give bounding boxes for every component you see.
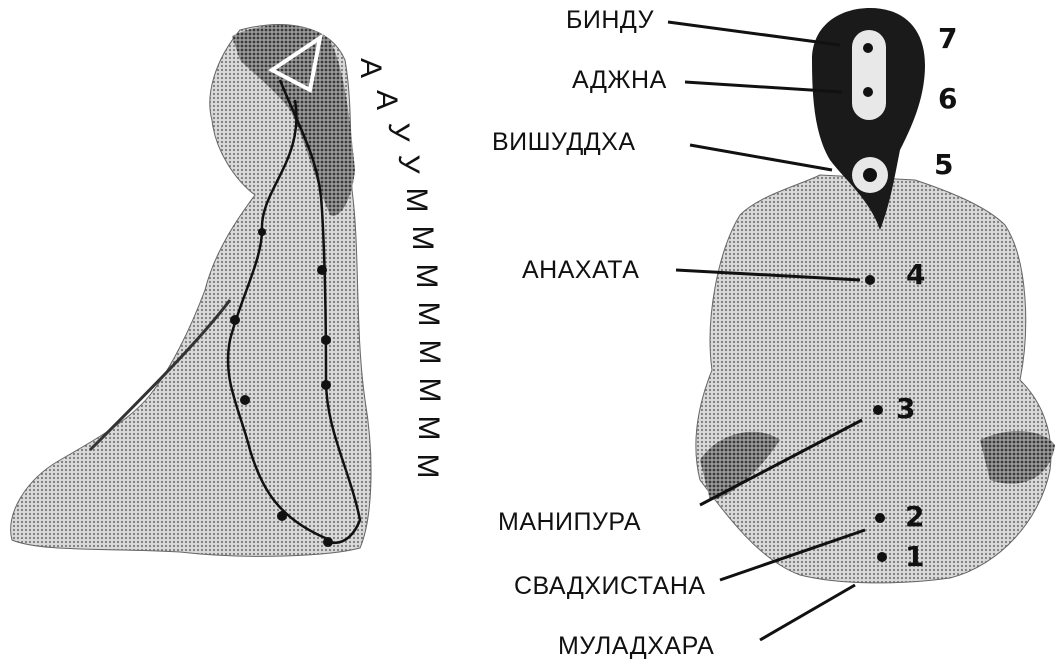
side-view-figure <box>11 25 371 557</box>
chakra-label-anahata: АНАХАТА <box>522 256 639 285</box>
back-figure-torso <box>696 175 1051 583</box>
chakra-number-1: 1 <box>905 540 924 573</box>
chakra-number-4: 4 <box>906 258 925 291</box>
chakra-number-2: 2 <box>905 500 924 533</box>
chakra-number-7: 7 <box>938 22 957 55</box>
chant-letter: У <box>390 146 426 182</box>
chant-letter: М <box>398 182 434 218</box>
chakra-number-5: 5 <box>934 148 953 181</box>
chant-letter: М <box>410 296 446 332</box>
chant-letter: М <box>410 410 446 446</box>
chant-letter: М <box>411 372 447 408</box>
chakra-label-muladhara: МУЛАДХАРА <box>558 632 714 661</box>
chakra-label-svadhisthana: СВАДХИСТАНА <box>514 572 706 601</box>
chant-letter: А <box>368 82 404 118</box>
chant-letter: М <box>411 334 447 370</box>
chant-letter: У <box>380 114 416 150</box>
chakra-label-bindu: БИНДУ <box>566 6 654 35</box>
chakra-label-vishuddha: ВИШУДДХА <box>492 128 636 157</box>
chant-letter: М <box>409 448 445 484</box>
chakra-label-manipura: МАНИПУРА <box>498 508 641 537</box>
chakra-number-3: 3 <box>896 392 915 425</box>
chakra-number-6: 6 <box>938 82 957 115</box>
chant-letter: М <box>404 220 440 256</box>
back-view-figure <box>668 8 1055 640</box>
chant-letter: М <box>408 258 444 294</box>
chakra-label-ajna: АДЖНА <box>572 66 667 95</box>
chant-letter: А <box>352 50 388 86</box>
